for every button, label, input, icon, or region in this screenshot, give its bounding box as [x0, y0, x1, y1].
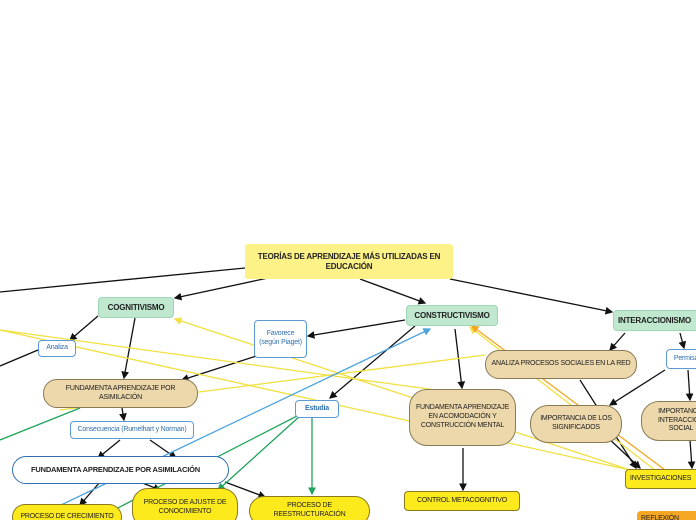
- node-proceso-ajuste[interactable]: PROCESO DE AJUSTE DE CONOCIMIENTO: [132, 488, 238, 520]
- edge-asim2-crecimiento: [79, 481, 101, 506]
- node-proceso-reestructuracion[interactable]: PROCESO DE REESTRUCTURACIÓN: [249, 496, 370, 520]
- node-control-metacognitivo[interactable]: CONTROL METACOGNITIVO: [404, 491, 520, 511]
- edge-yellow-4: [173, 317, 631, 471]
- node-importancia-significados[interactable]: IMPORTANCIA DE LOS SIGNIFICADOS: [530, 405, 622, 443]
- edge-analiza-left: [0, 349, 39, 367]
- edge-constructivismo-estudia: [329, 325, 416, 399]
- edge-constructivismo-favorece: [306, 319, 406, 339]
- node-constructivismo[interactable]: CONSTRUCTIVISMO: [406, 305, 498, 326]
- edge-blue-1: [39, 328, 432, 516]
- edge-cog-analiza: [69, 315, 99, 341]
- edge-permisa-interaccion: [685, 369, 694, 402]
- node-proceso-crecimiento[interactable]: PROCESO DE CRECIMIENTO: [12, 504, 122, 520]
- edge-interaccion-investigaciones: [687, 439, 696, 470]
- edge-inter-analiza: [609, 332, 626, 351]
- edge-root-cognitivismo: [173, 277, 269, 301]
- node-fundamenta-asimilacion-2[interactable]: FUNDAMENTA APRENDIZAJE POR ASIMILACIÓN: [12, 456, 229, 484]
- node-root[interactable]: TEORÍAS DE APRENDIZAJE MÁS UTILIZADAS EN…: [245, 244, 453, 279]
- edge-yellow-1: [0, 329, 451, 393]
- node-fundamenta-asimilacion-1[interactable]: FUNDAMENTA APRENDIZAJE POR ASIMILACIÓN: [43, 379, 198, 408]
- node-reflexion[interactable]: REFLEXIÓN: [637, 511, 696, 520]
- edge-permisa-significados: [608, 369, 666, 406]
- edge-consecuencia-x: [149, 439, 178, 459]
- node-interaccionismo[interactable]: INTERACCIONISMO: [613, 310, 696, 331]
- edge-fundamenta-consecuencia: [119, 407, 127, 422]
- edge-green-4: [217, 415, 301, 491]
- node-consecuencia[interactable]: Consecuencia (Rumelhart y Norman): [70, 421, 194, 439]
- edge-asim2-reestructuracion: [224, 481, 267, 499]
- node-favorece[interactable]: Favorece (según Piaget): [254, 320, 307, 358]
- node-estudia[interactable]: Estudia: [295, 400, 339, 418]
- edge-root-left: [0, 267, 246, 293]
- edge-root-interaccionismo: [449, 278, 614, 315]
- node-analiza[interactable]: Analiza: [38, 340, 76, 357]
- edge-consecuencia-asim2: [96, 439, 121, 459]
- edge-green-1: [0, 407, 81, 441]
- node-importancia-interaccion[interactable]: IMPORTANCIA INTERACCIÓN SOCIAL: [641, 401, 696, 441]
- node-fundamenta-acomodacion[interactable]: FUNDAMENTA APRENDIZAJE EN ACOMODACIÓN Y …: [409, 389, 516, 446]
- node-cognitivismo[interactable]: COGNITIVISMO: [98, 297, 174, 318]
- node-investigaciones[interactable]: INVESTIGACIONES: [625, 469, 696, 489]
- edge-root-constructivismo: [359, 278, 427, 305]
- node-permisa[interactable]: Permisa: [666, 349, 696, 369]
- node-analiza-procesos[interactable]: ANALIZA PROCESOS SOCIALES EN LA RED: [485, 350, 637, 379]
- edge-inter-permisa: [678, 332, 687, 350]
